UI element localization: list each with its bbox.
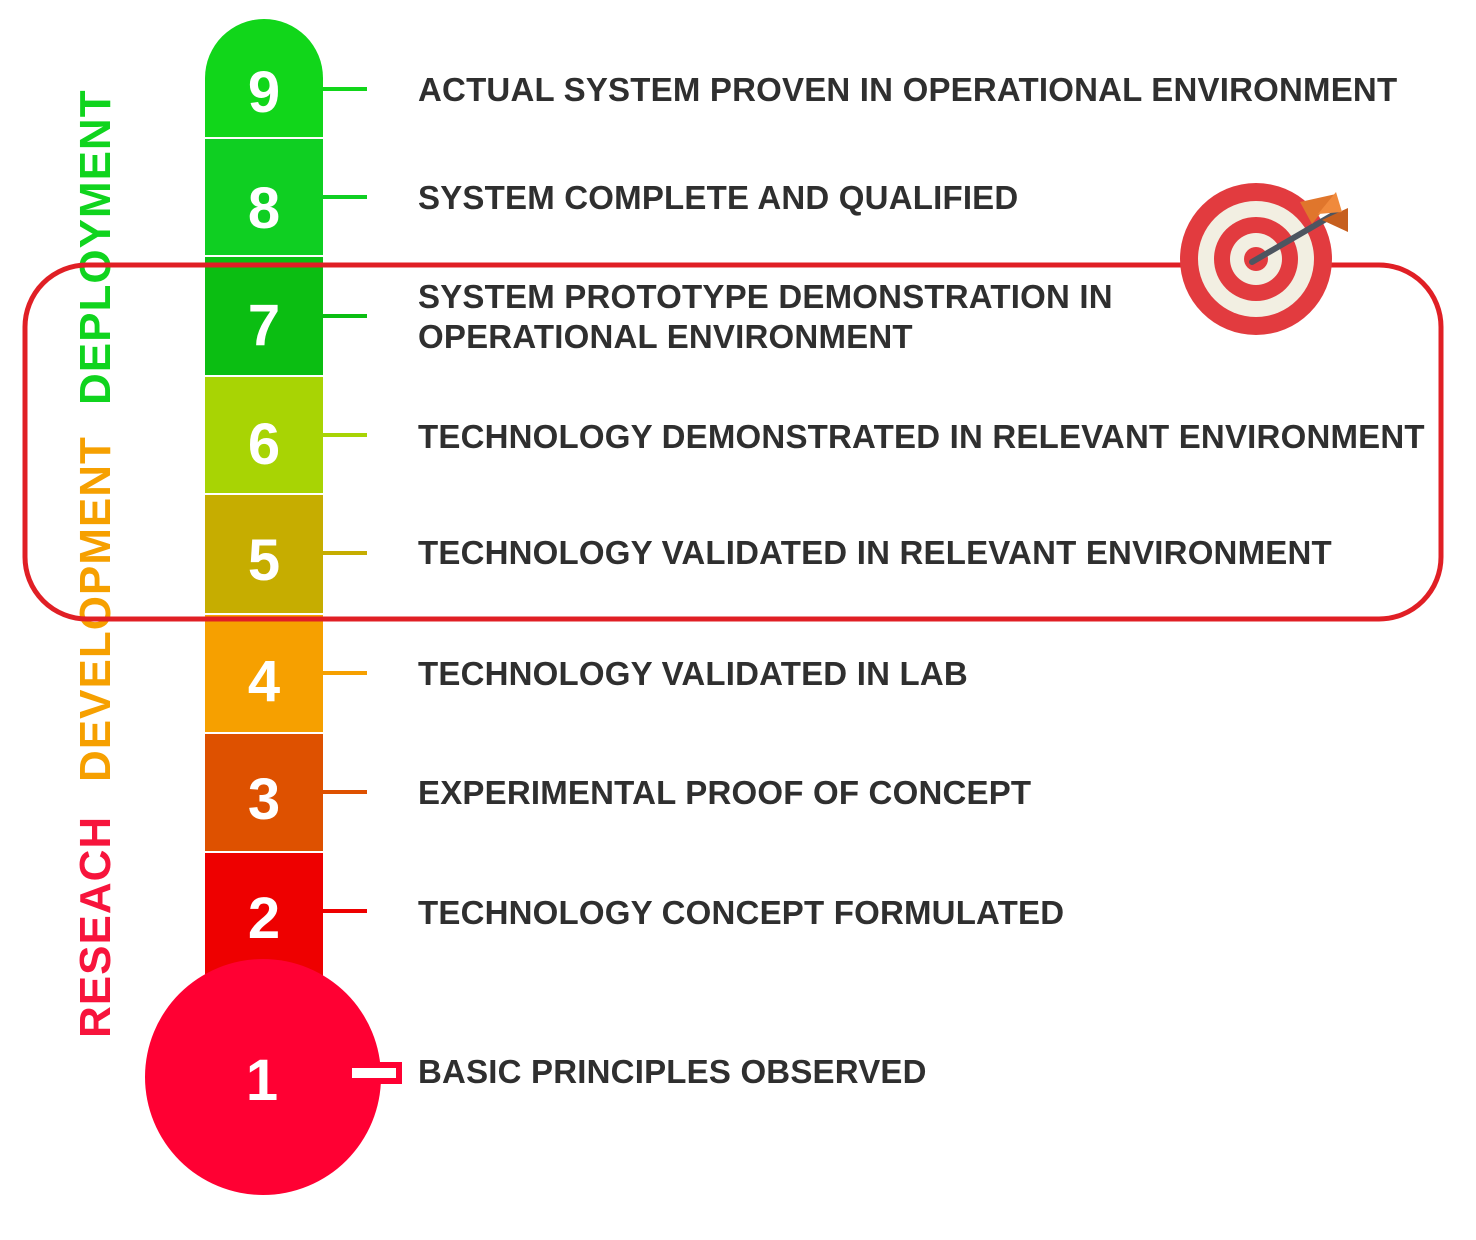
level-7-segment: [205, 257, 323, 375]
level-1-bulb: [145, 959, 381, 1195]
level-7-number: 7: [248, 293, 280, 358]
level-5-description: TECHNOLOGY VALIDATED IN RELEVANT ENVIRON…: [418, 534, 1332, 571]
level-9-segment: [205, 19, 323, 137]
level-6-description: TECHNOLOGY DEMONSTRATED IN RELEVANT ENVI…: [418, 418, 1425, 455]
level-7-description-line1: SYSTEM PROTOTYPE DEMONSTRATION IN: [418, 278, 1113, 315]
level-2-segment: [205, 853, 323, 978]
level-5-number: 5: [248, 528, 280, 593]
level-8-segment: [205, 139, 323, 255]
level-7-description-line2: OPERATIONAL ENVIRONMENT: [418, 318, 913, 355]
highlight-frame: [22, 262, 1444, 622]
level-4-segment: [205, 615, 323, 732]
level-9-description: ACTUAL SYSTEM PROVEN IN OPERATIONAL ENVI…: [418, 71, 1397, 108]
level-9-number: 9: [248, 60, 280, 125]
level-3-segment: [205, 734, 323, 851]
level-4-number: 4: [248, 649, 280, 714]
level-4-description: TECHNOLOGY VALIDATED IN LAB: [418, 655, 968, 692]
level-1-connector-inner: [352, 1068, 396, 1078]
target-icon: [1180, 183, 1348, 335]
level-1-number: 1: [246, 1048, 278, 1113]
phase-label-research: RESEACH: [71, 816, 120, 1038]
level-8-number: 8: [248, 176, 280, 241]
phase-label-development: DEVELOPMENT: [71, 436, 120, 782]
level-8-description: SYSTEM COMPLETE AND QUALIFIED: [418, 179, 1018, 216]
level-6-number: 6: [248, 412, 280, 477]
phase-label-deployment: DEPLOYMENT: [71, 89, 120, 405]
level-3-number: 3: [248, 767, 280, 832]
level-1-description: BASIC PRINCIPLES OBSERVED: [418, 1053, 927, 1090]
level-6-segment: [205, 377, 323, 493]
level-3-description: EXPERIMENTAL PROOF OF CONCEPT: [418, 774, 1031, 811]
level-2-description: TECHNOLOGY CONCEPT FORMULATED: [418, 894, 1064, 931]
level-2-number: 2: [248, 886, 280, 951]
level-5-segment: [205, 495, 323, 613]
